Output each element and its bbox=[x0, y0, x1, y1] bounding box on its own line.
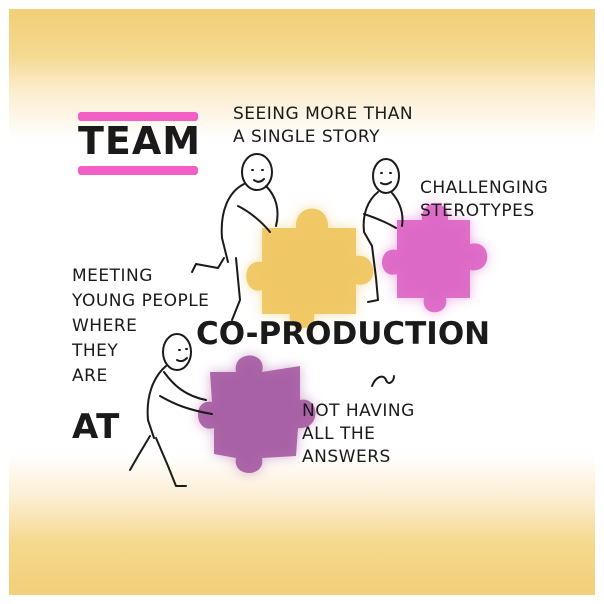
caption-line: WHERE bbox=[72, 316, 138, 336]
caption-line: THEY bbox=[72, 341, 119, 361]
caption-line: STEROTYPES bbox=[420, 201, 535, 221]
puzzle-piece-yellow-icon bbox=[246, 208, 374, 329]
puzzle-piece-pink-icon bbox=[381, 203, 488, 313]
caption-line: CHALLENGING bbox=[420, 178, 549, 198]
caption-line: A SINGLE STORY bbox=[233, 127, 381, 147]
puzzle-piece-purple-icon bbox=[197, 355, 316, 473]
caption-line: ARE bbox=[72, 366, 108, 386]
bottom-watercolor-band bbox=[9, 455, 595, 595]
caption-challenging: CHALLENGING STEROTYPES bbox=[420, 177, 548, 223]
title-highlight-top bbox=[78, 112, 198, 121]
person-icon bbox=[362, 158, 404, 303]
caption-line: ALL THE bbox=[302, 424, 376, 444]
illustration-frame bbox=[9, 9, 595, 595]
person-icon bbox=[191, 153, 279, 321]
squiggle-icon bbox=[371, 375, 395, 387]
caption-not-having: NOT HAVING ALL THE ANSWERS bbox=[302, 400, 415, 469]
caption-line: ANSWERS bbox=[302, 447, 391, 467]
caption-meeting-emphasis: AT bbox=[72, 407, 120, 447]
page-title: TEAM bbox=[78, 119, 202, 163]
title-highlight-bottom bbox=[78, 166, 198, 175]
caption-line: SEEING MORE THAN bbox=[233, 104, 414, 124]
caption-line: MEETING bbox=[72, 266, 153, 286]
caption-line: NOT HAVING bbox=[302, 401, 415, 421]
caption-seeing-more: SEEING MORE THAN A SINGLE STORY bbox=[233, 103, 413, 149]
center-title: CO-PRODUCTION bbox=[196, 316, 491, 352]
caption-meeting: MEETING YOUNG PEOPLE WHERE THEY ARE bbox=[72, 264, 209, 389]
person-icon bbox=[129, 333, 213, 487]
caption-line: YOUNG PEOPLE bbox=[72, 291, 210, 311]
